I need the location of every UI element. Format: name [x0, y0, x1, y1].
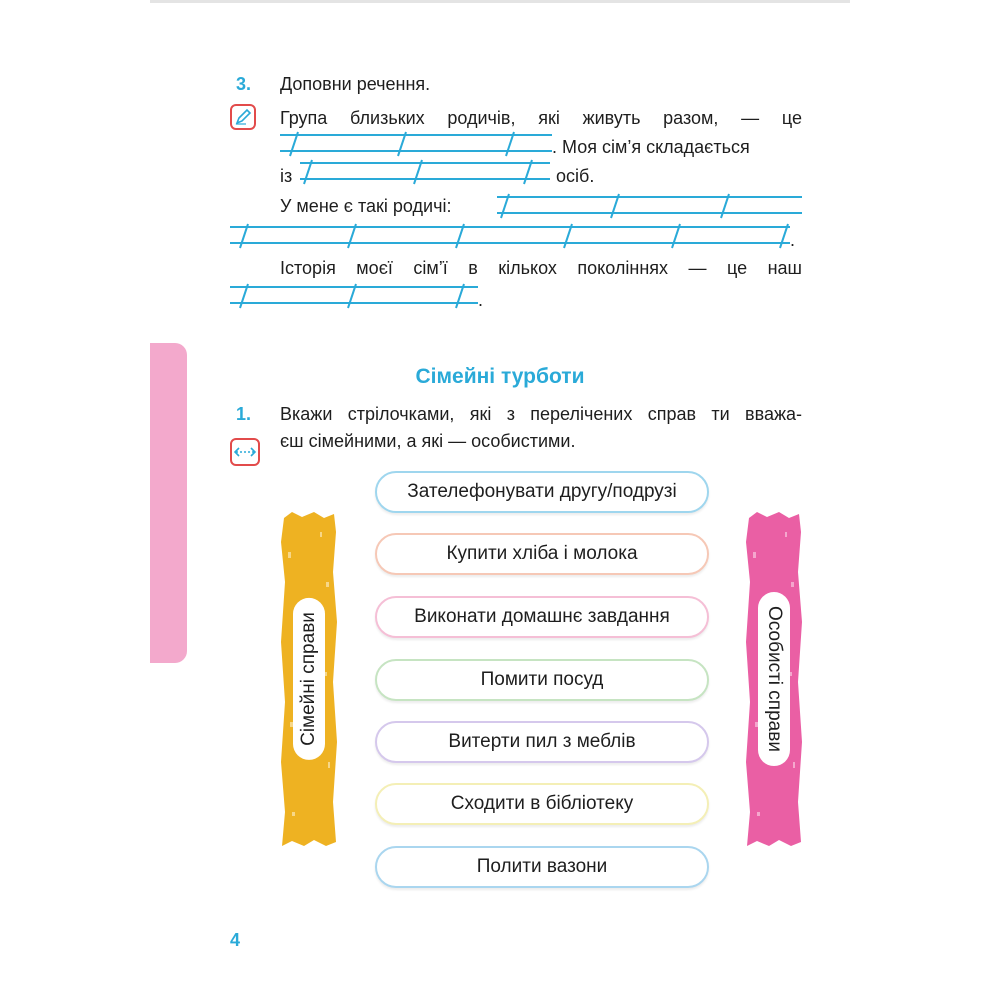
answer-blank-5[interactable]: [230, 283, 478, 309]
answer-blank-3[interactable]: [497, 193, 802, 219]
activity-label: Сходити в бібліотеку: [450, 793, 634, 814]
family-affairs-strip[interactable]: Сімейні справи: [280, 512, 338, 846]
activity-label: Помити посуд: [480, 669, 604, 690]
activity-item[interactable]: Помити посуд: [375, 659, 709, 701]
task-3-line-2-end: . Моя сім’я складається: [552, 137, 750, 157]
activity-label: Виконати домашнє завдання: [414, 606, 670, 627]
activity-item[interactable]: Полити вазони: [375, 846, 709, 888]
activity-item[interactable]: Виконати домашнє завдання: [375, 596, 709, 638]
side-tab: [150, 343, 187, 663]
task-1-line-1: Вкажи стрілочками, які з перелічених спр…: [280, 404, 802, 424]
task-3-line-5-end: .: [790, 230, 796, 250]
family-affairs-label: Сімейні справи: [293, 598, 325, 760]
personal-affairs-label: Особисті справи: [758, 592, 790, 766]
task-1-line-2: єш сімейними, а які — особистими.: [280, 431, 576, 451]
arrows-icon: [230, 438, 260, 466]
activity-item[interactable]: Купити хліба і молока: [375, 533, 709, 575]
task-3-instruction: Доповни речення.: [280, 74, 431, 94]
task-3-line-4-start: У мене є такі родичі:: [280, 196, 452, 216]
activity-item[interactable]: Зателефонувати другу/подрузі: [375, 471, 709, 513]
activity-label: Зателефонувати другу/подрузі: [407, 481, 677, 502]
task-1-number: 1.: [236, 404, 252, 424]
task-3-number: 3.: [236, 74, 252, 94]
task-3-line-3-end: осіб.: [556, 166, 595, 186]
answer-blank-2[interactable]: [300, 159, 550, 185]
task-3-line-1: Група близьких родичів, які живуть разом…: [280, 108, 802, 128]
task-3-line-6: Історія моєї сім’ї в кількох поколіннях …: [280, 258, 802, 278]
activity-label: Витерти пил з меблів: [448, 731, 636, 752]
answer-blank-4[interactable]: [230, 223, 790, 249]
personal-affairs-strip[interactable]: Особисті справи: [745, 512, 803, 846]
answer-blank-1[interactable]: [280, 131, 552, 157]
pen-icon: [230, 104, 256, 130]
activity-item[interactable]: Витерти пил з меблів: [375, 721, 709, 763]
activity-item[interactable]: Сходити в бібліотеку: [375, 783, 709, 825]
activity-label: Полити вазони: [476, 856, 608, 877]
task-3-line-7-end: .: [478, 290, 484, 310]
page-top-edge: [150, 0, 850, 3]
task-3-line-3-start: із: [280, 166, 293, 186]
activity-label: Купити хліба і молока: [446, 543, 638, 564]
page-number: 4: [230, 930, 241, 950]
section-title: Сімейні турботи: [415, 365, 585, 388]
